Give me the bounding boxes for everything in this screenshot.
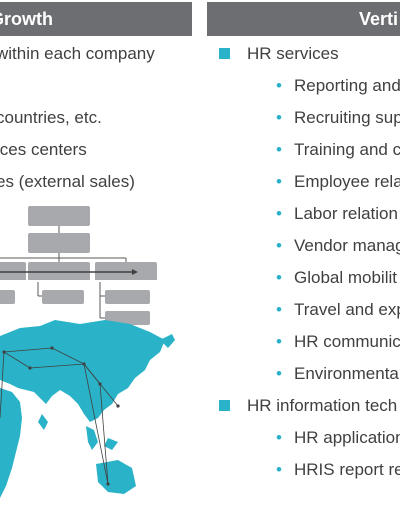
bullet-dot-icon: • [276,76,282,95]
list-subitem: HR communic [294,332,400,351]
org-chart-graphic [0,206,157,280]
bullet-dot-icon: • [276,236,282,255]
org-box-second [28,233,90,253]
org-box-middle [28,262,90,280]
left-line-4: es (external sales) [0,172,135,191]
list-item-hr-information-tech: HR information tech [247,396,398,415]
list-item-hr-services: HR services [247,44,339,63]
org-chart-lower [0,282,150,325]
list-subitem: HRIS report re [294,460,400,479]
world-map-graphic [0,320,175,498]
list-subitem: Travel and exp [294,300,400,319]
left-panel-title: Growth [0,9,53,29]
map-peninsula [38,414,48,430]
bullet-dot-icon: • [276,140,282,159]
bullet-dot-icon: • [276,108,282,127]
bullet-dot-icon: • [276,300,282,319]
bullet-dot-icon: • [276,172,282,191]
org-sub-box-2 [42,290,84,304]
bullet-dot-icon: • [276,364,282,383]
list-subitem: Global mobilit [294,268,397,287]
list-subitem: Environmenta [294,364,399,383]
list-subitem: Training and c [294,140,400,159]
org-sub-box-4 [105,311,150,325]
map-australia [96,460,136,494]
bullet-dot-icon: • [276,332,282,351]
map-eurasia [0,320,165,422]
bullet-dot-icon: • [276,428,282,447]
map-islands-2 [104,438,118,450]
left-line-3: ices centers [0,140,87,159]
right-panel-header: Verti [207,2,400,36]
list-subitem: HR application [294,428,400,447]
bullet-dot-icon: • [276,460,282,479]
org-arrow-head [132,269,138,275]
bullet-dot-icon: • [276,268,282,287]
map-africa [0,388,22,498]
org-sub-box-1 [0,290,15,304]
list-subitem: Reporting and [294,76,400,95]
org-sub-box-3 [105,290,150,304]
right-panel-title: Verti [359,9,399,29]
list-subitem: Employee rela [294,172,400,191]
left-panel-header: Growth [0,2,192,36]
list-subitem: Recruiting sup [294,108,400,127]
bullet-dot-icon: • [276,204,282,223]
org-box-left [0,262,26,280]
org-box-right [95,262,157,280]
square-bullet-icon [219,48,230,59]
left-line-2: countries, etc. [0,108,102,127]
map-islands-1 [86,426,98,450]
square-bullet-icon [219,400,230,411]
org-box-top [28,206,90,226]
left-line-1: within each company [0,44,155,63]
list-subitem: Labor relation [294,204,398,223]
list-subitem: Vendor manag [294,236,400,255]
map-east-islands [160,334,175,348]
